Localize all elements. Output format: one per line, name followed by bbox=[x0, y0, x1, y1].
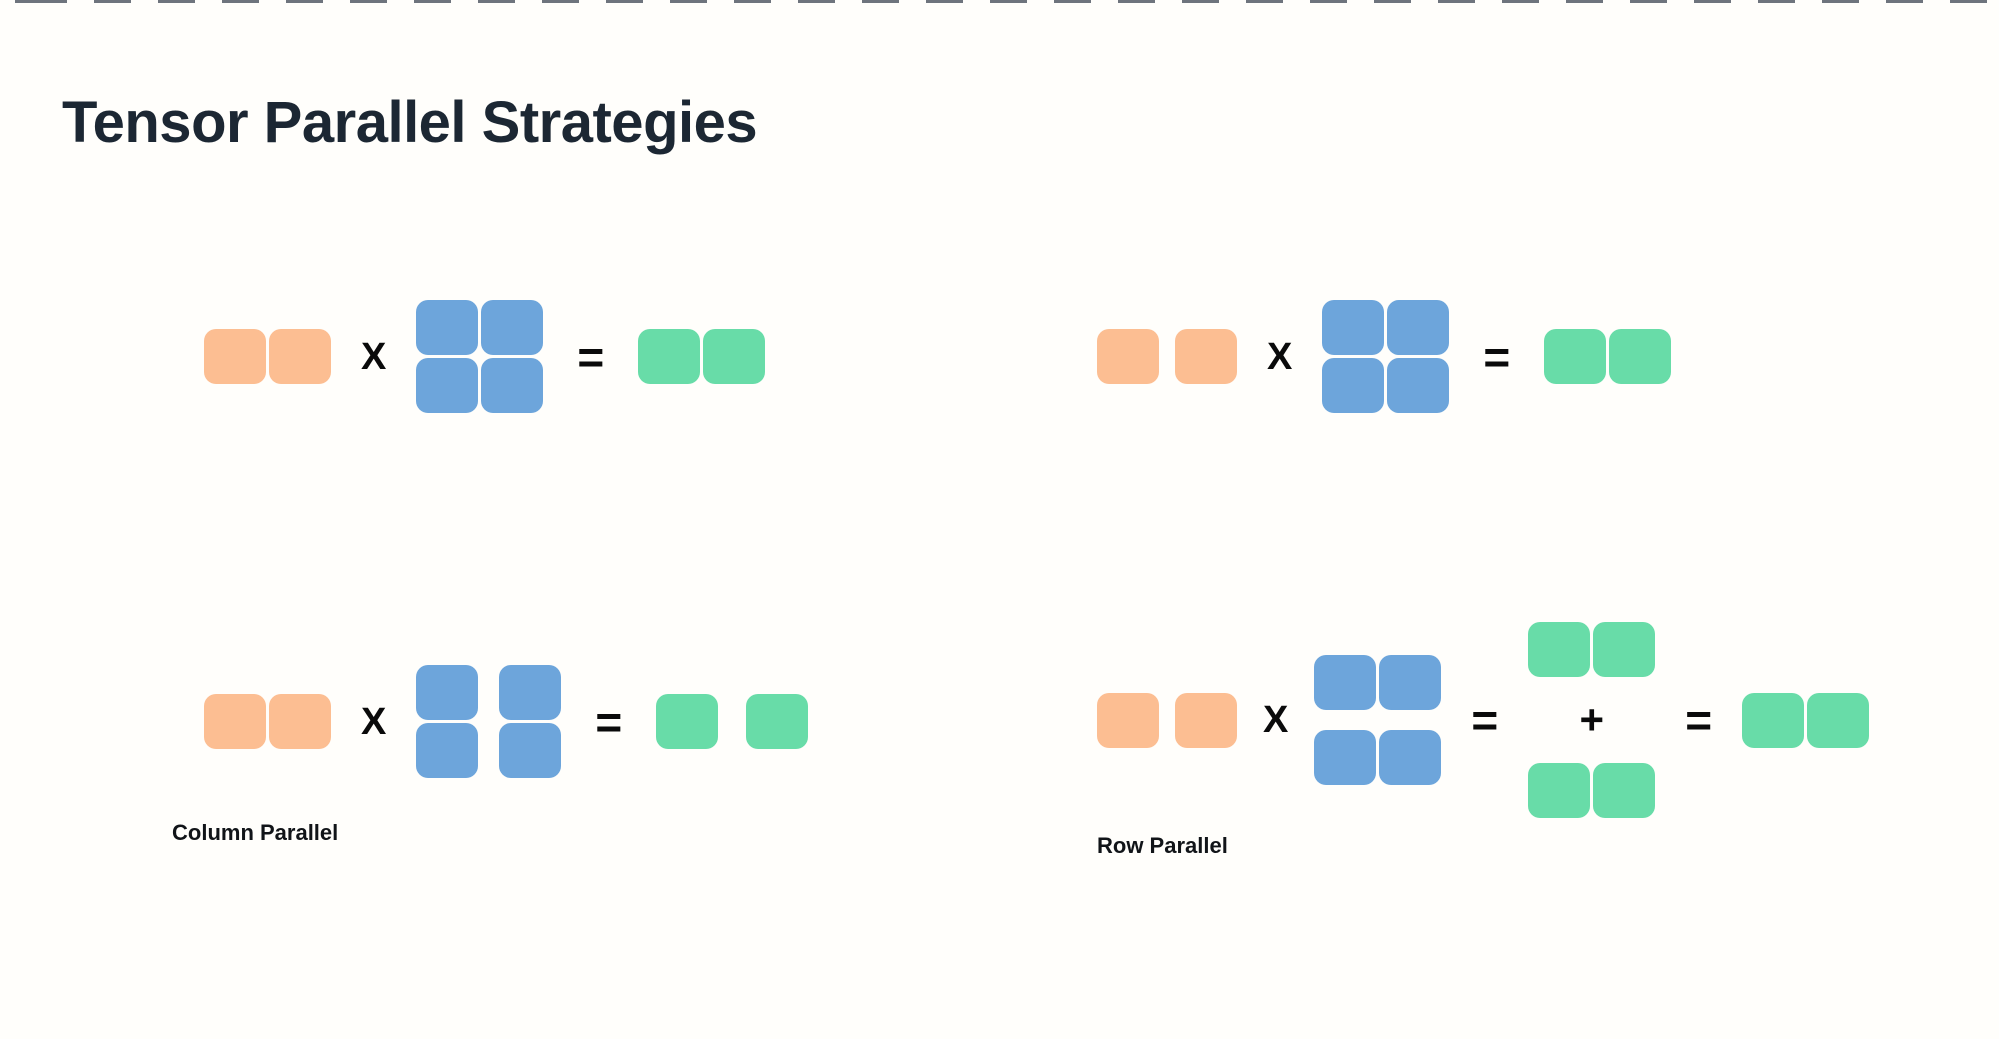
weight-block bbox=[1322, 300, 1385, 355]
multiply-operator: X bbox=[361, 700, 387, 743]
input-block bbox=[269, 329, 331, 384]
weight-block bbox=[1379, 730, 1442, 785]
weight-block bbox=[499, 665, 562, 720]
multiply-operator: X bbox=[361, 335, 387, 378]
page-title: Tensor Parallel Strategies bbox=[62, 89, 758, 155]
input-block bbox=[269, 694, 331, 749]
weight-block bbox=[416, 665, 479, 720]
output-block bbox=[1742, 692, 1805, 748]
output-block bbox=[638, 329, 701, 384]
partial-sum-block bbox=[1528, 622, 1591, 677]
weight-matrix-grid bbox=[1322, 300, 1450, 413]
weight-block bbox=[499, 723, 562, 778]
weight-block bbox=[416, 300, 479, 355]
top-dashed-border bbox=[0, 0, 1999, 3]
input-block bbox=[1175, 692, 1237, 748]
weight-block bbox=[1387, 358, 1450, 413]
weight-block bbox=[416, 358, 479, 413]
input-block bbox=[1097, 692, 1159, 748]
plus-operator: + bbox=[1579, 696, 1604, 743]
partial-sum-pair bbox=[1528, 622, 1656, 677]
weight-matrix-grid bbox=[416, 300, 544, 413]
weight-block bbox=[416, 723, 479, 778]
weight-block bbox=[1322, 358, 1385, 413]
row-parallel-label: Row Parallel bbox=[1097, 833, 1228, 858]
output-block bbox=[1609, 329, 1672, 384]
output-matrix-pair bbox=[1742, 692, 1870, 748]
diagram-column-parallel: X = bbox=[204, 665, 809, 778]
output-block bbox=[703, 329, 766, 384]
weight-block bbox=[1314, 730, 1377, 785]
weight-block bbox=[1379, 655, 1442, 710]
input-block bbox=[1175, 329, 1237, 384]
weight-matrix-grid-column-split bbox=[416, 665, 562, 778]
output-matrix-pair bbox=[638, 329, 766, 384]
partial-sum-pair bbox=[1528, 763, 1656, 818]
output-block bbox=[1807, 692, 1870, 748]
input-block bbox=[1097, 329, 1159, 384]
weight-block bbox=[1387, 300, 1450, 355]
diagram-top-right: X = bbox=[1097, 300, 1672, 413]
column-parallel-label: Column Parallel bbox=[172, 820, 339, 845]
output-matrix-pair-split bbox=[656, 694, 809, 749]
multiply-operator: X bbox=[1263, 699, 1289, 741]
equals-operator: = bbox=[1685, 694, 1713, 746]
partial-sum-block bbox=[1593, 622, 1656, 677]
output-matrix-pair bbox=[1544, 329, 1672, 384]
input-matrix-pair-split bbox=[1097, 692, 1237, 748]
output-block bbox=[746, 694, 809, 749]
equals-operator: = bbox=[595, 695, 623, 748]
weight-matrix-grid-row-split bbox=[1314, 655, 1442, 785]
equals-operator: = bbox=[1471, 694, 1499, 746]
multiply-operator: X bbox=[1267, 335, 1293, 378]
partial-sum-block bbox=[1528, 763, 1591, 818]
weight-block bbox=[481, 300, 544, 355]
input-block bbox=[204, 329, 266, 384]
partial-sum-block bbox=[1593, 763, 1656, 818]
equals-operator: = bbox=[1483, 330, 1511, 383]
diagram-top-left: X = bbox=[204, 300, 766, 413]
input-matrix-pair bbox=[204, 694, 331, 749]
weight-block bbox=[1314, 655, 1377, 710]
input-block bbox=[204, 694, 266, 749]
input-matrix-pair bbox=[204, 329, 331, 384]
weight-block bbox=[481, 358, 544, 413]
output-block bbox=[1544, 329, 1607, 384]
output-block bbox=[656, 694, 719, 749]
input-matrix-pair-split bbox=[1097, 329, 1237, 384]
equals-operator: = bbox=[577, 330, 605, 383]
diagram-row-parallel: X = + = bbox=[1097, 622, 1870, 818]
partial-sum-stack: + bbox=[1528, 622, 1656, 818]
